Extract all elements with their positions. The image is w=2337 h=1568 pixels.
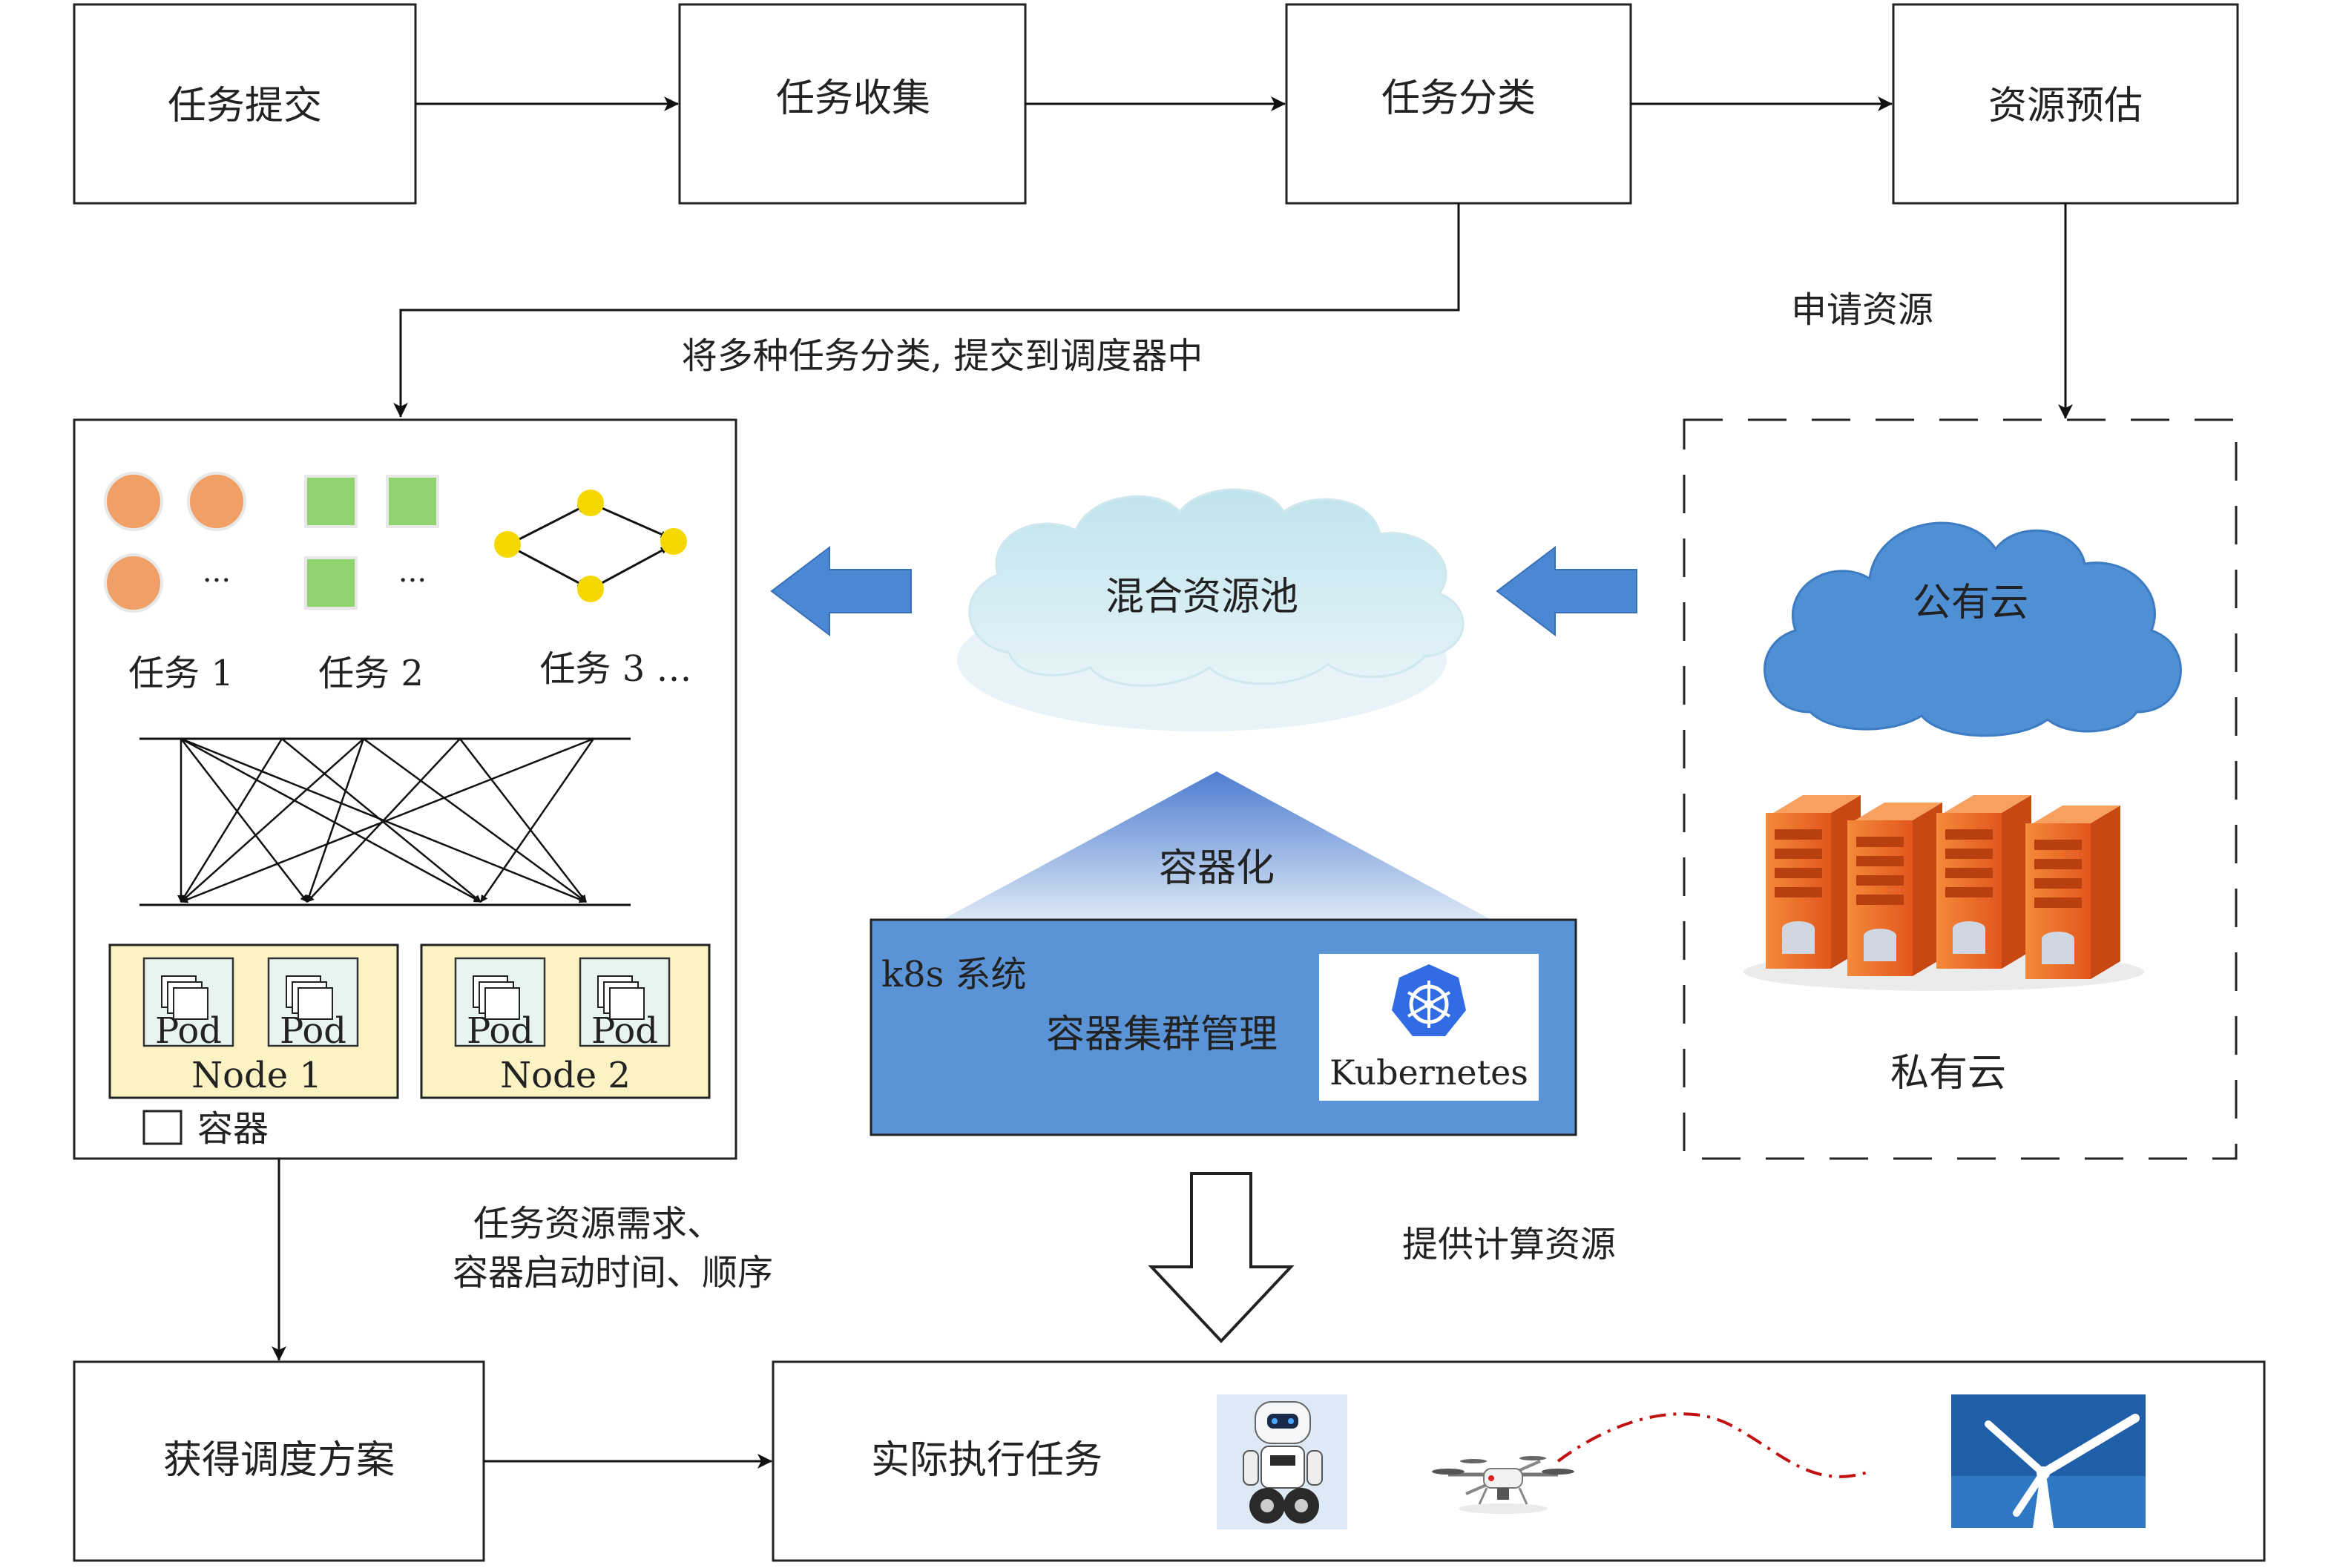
task2-group: ··· 任务 2 <box>304 475 439 694</box>
flow-box-submit: 任务提交 <box>73 3 417 205</box>
task2-square <box>304 556 358 610</box>
kubernetes-logo: Kubernetes <box>1319 954 1539 1101</box>
pod-label: Pod <box>280 1010 346 1052</box>
pod: Pod <box>142 957 234 1052</box>
kubernetes-label: Kubernetes <box>1329 1053 1528 1093</box>
flow-estimate-label: 资源预估 <box>1988 84 2143 128</box>
arrow-classify-scheduler <box>393 203 1460 418</box>
flow-collect-label: 任务收集 <box>776 76 930 121</box>
pod-label: Pod <box>155 1010 222 1052</box>
drone-flight-path <box>1557 1412 1870 1478</box>
public-cloud: 公有云 <box>1764 521 2182 737</box>
hybrid-pool-cloud: 混合资源池 <box>957 488 1465 731</box>
task1-group: ··· 任务 1 <box>104 472 246 694</box>
task1-label: 任务 1 <box>128 653 234 694</box>
pod: Pod <box>267 957 359 1052</box>
label-requirements-line2: 容器启动时间、顺序 <box>453 1252 773 1294</box>
task3-label: 任务 3 … <box>539 648 691 690</box>
pod: Pod <box>454 957 546 1052</box>
container-legend-label: 容器 <box>197 1108 269 1150</box>
task1-circle <box>104 553 163 613</box>
task2-square <box>386 475 439 528</box>
pod-label: Pod <box>467 1010 533 1052</box>
task1-ellipsis: ··· <box>203 564 231 598</box>
hybrid-pool-label: 混合资源池 <box>1105 575 1298 619</box>
arrow-provide-compute <box>1148 1172 1295 1343</box>
task1-circle <box>187 472 246 531</box>
task2-square <box>304 475 358 528</box>
k8s-system-box: k8s 系统 容器集群管理 Kubernetes <box>870 918 1577 1136</box>
dag-node <box>577 490 604 516</box>
scheduler-box: ··· 任务 1 ··· 任务 2 任务 3 … <box>73 418 737 1160</box>
robot-image <box>1217 1394 1347 1529</box>
task3-dag: 任务 3 … <box>494 490 692 690</box>
flow-box-collect: 任务收集 <box>678 3 1027 205</box>
drone-image <box>1432 1456 1574 1514</box>
server-icon <box>1766 795 1861 969</box>
task-node-mapping <box>139 737 631 906</box>
private-cloud-servers <box>1743 795 2144 991</box>
dag-node <box>660 528 687 555</box>
plan-label: 获得调度方案 <box>163 1438 395 1483</box>
label-requirements-line1: 任务资源需求、 <box>473 1203 723 1245</box>
private-cloud-label: 私有云 <box>1890 1051 2006 1096</box>
k8s-system-label: k8s 系统 <box>881 954 1027 995</box>
server-icon <box>2025 806 2120 979</box>
label-classify-submit: 将多种任务分类, 提交到调度器中 <box>682 335 1203 377</box>
pod-label: Pod <box>591 1010 658 1052</box>
execute-box: 实际执行任务 <box>772 1360 2266 1562</box>
container-legend: 容器 <box>142 1108 269 1150</box>
node-2: Pod Pod Node 2 <box>420 943 711 1099</box>
node1-label: Node 1 <box>191 1055 322 1096</box>
task2-label: 任务 2 <box>318 653 424 694</box>
arrow-clouds-to-pool <box>1496 545 1637 637</box>
arrow-pool-to-scheduler <box>770 545 912 637</box>
label-apply-resources: 申请资源 <box>1791 289 1933 331</box>
plan-box: 获得调度方案 <box>73 1360 485 1562</box>
dag-node <box>577 576 604 602</box>
dag-node <box>494 531 521 558</box>
task2-ellipsis: ··· <box>398 564 427 598</box>
flow-submit-label: 任务提交 <box>168 84 322 128</box>
task1-circle <box>104 472 163 531</box>
flow-box-classify: 任务分类 <box>1285 3 1632 205</box>
node-1: Pod Pod Node 1 <box>108 943 399 1099</box>
label-provide-compute: 提供计算资源 <box>1402 1224 1616 1265</box>
server-icon <box>1936 795 2031 969</box>
wind-turbine-image <box>1951 1394 2146 1528</box>
clouds-box: 公有云 <box>1683 418 2238 1160</box>
cluster-mgmt-label: 容器集群管理 <box>1046 1012 1278 1057</box>
pod: Pod <box>579 957 671 1052</box>
containerization-triangle: 容器化 <box>942 771 1491 920</box>
public-cloud-label: 公有云 <box>1913 581 2028 625</box>
containerization-label: 容器化 <box>1159 846 1275 891</box>
server-icon <box>1847 803 1942 976</box>
execute-label: 实际执行任务 <box>871 1438 1102 1483</box>
flow-classify-label: 任务分类 <box>1381 76 1536 121</box>
node2-label: Node 2 <box>500 1055 631 1096</box>
flow-box-estimate: 资源预估 <box>1892 3 2239 205</box>
